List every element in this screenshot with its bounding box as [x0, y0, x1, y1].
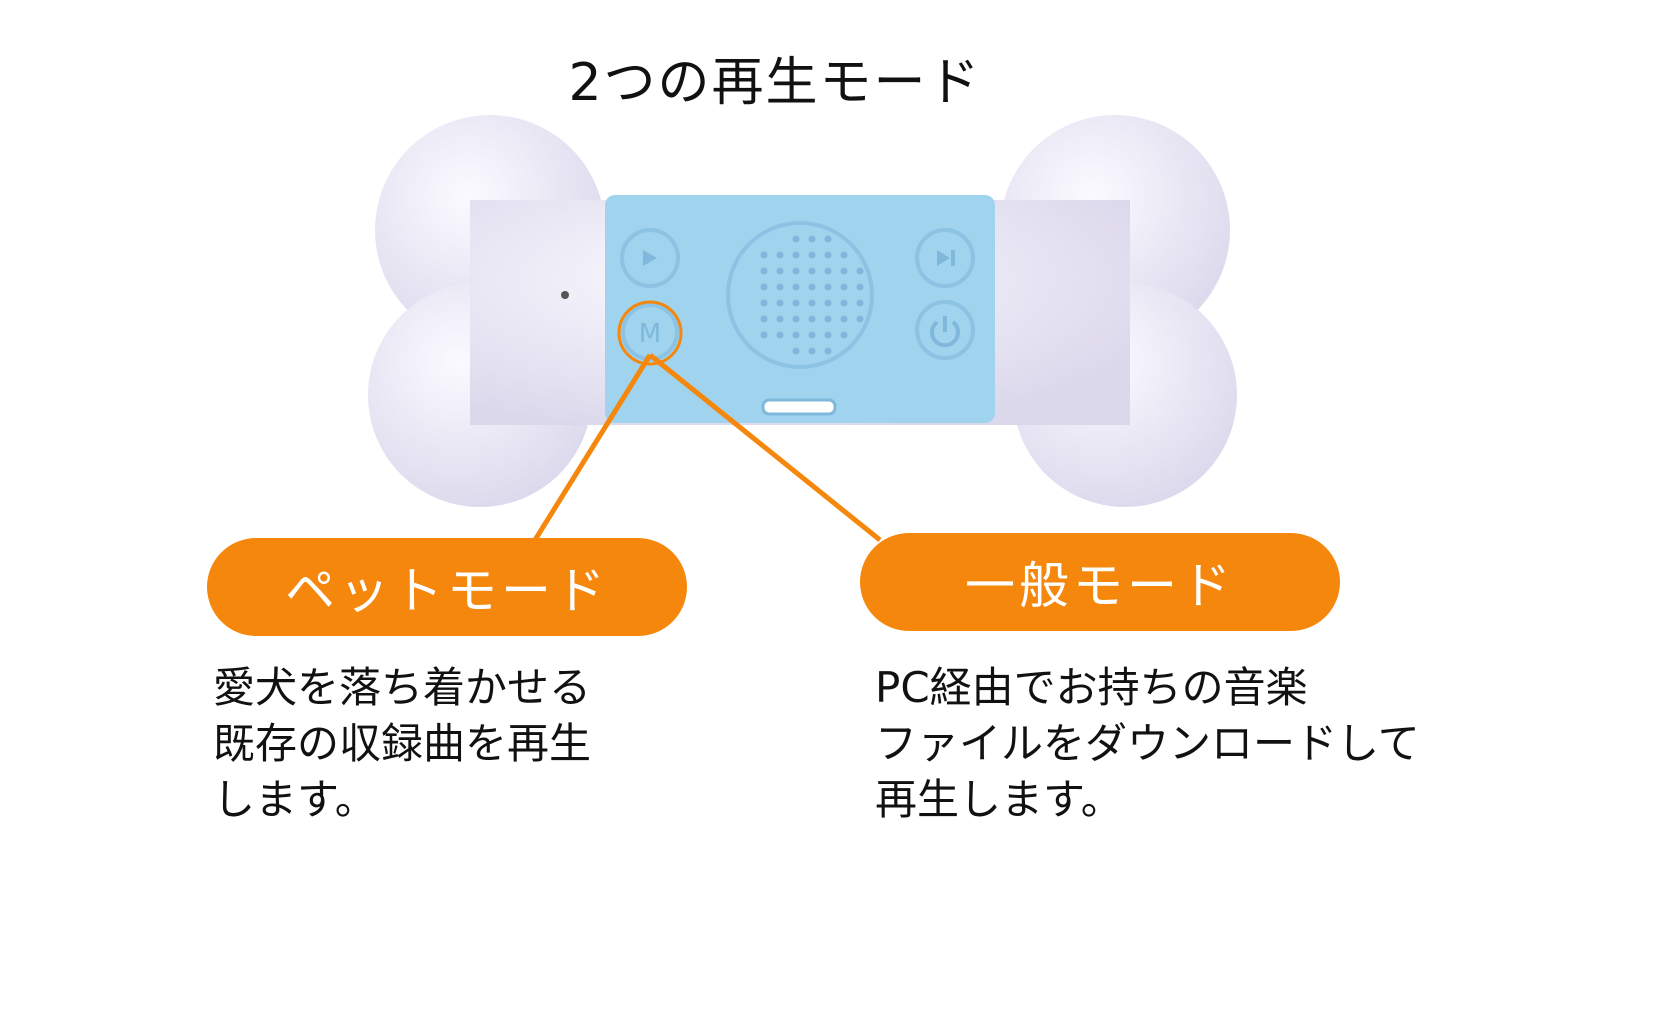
speaker-hole: [760, 283, 768, 291]
play-button[interactable]: [620, 228, 680, 288]
speaker-hole: [824, 347, 832, 355]
speaker-hole: [792, 251, 800, 259]
pointer-line-pet: [532, 353, 653, 542]
speaker-hole: [776, 283, 784, 291]
speaker-hole: [808, 347, 816, 355]
speaker-hole: [760, 315, 768, 323]
speaker-hole: [776, 251, 784, 259]
microphone-hole: [561, 291, 569, 299]
power-icon: [930, 316, 960, 348]
speaker-hole: [776, 315, 784, 323]
speaker-hole: [760, 331, 768, 339]
usb-slot: [761, 398, 837, 416]
general-mode-description: PC経由でお持ちの音楽 ファイルをダウンロードして 再生します。: [875, 660, 1420, 828]
speaker-hole: [776, 267, 784, 275]
speaker-grille: [726, 221, 874, 369]
speaker-hole: [760, 251, 768, 259]
speaker-hole: [808, 315, 816, 323]
pet-mode-label: ペットモード: [207, 538, 687, 636]
speaker-hole: [840, 267, 848, 275]
speaker-hole: [824, 251, 832, 259]
speaker-hole: [824, 315, 832, 323]
speaker-hole: [792, 267, 800, 275]
power-button[interactable]: [915, 300, 975, 360]
description-line: 既存の収録曲を再生: [213, 719, 592, 768]
speaker-hole: [840, 299, 848, 307]
speaker-hole: [808, 331, 816, 339]
speaker-hole: [792, 347, 800, 355]
next-button[interactable]: [915, 228, 975, 288]
speaker-hole: [856, 267, 864, 275]
next-icon: [937, 250, 955, 266]
speaker-hole: [808, 299, 816, 307]
speaker-hole: [840, 251, 848, 259]
description-line: ファイルをダウンロードして: [875, 719, 1420, 768]
speaker-hole: [824, 299, 832, 307]
mode-button-highlight: [617, 300, 683, 366]
speaker-hole: [792, 331, 800, 339]
speaker-hole: [760, 267, 768, 275]
general-mode-label: 一般モード: [860, 533, 1340, 631]
speaker-hole: [808, 251, 816, 259]
speaker-hole: [776, 299, 784, 307]
speaker-hole: [792, 283, 800, 291]
speaker-hole: [808, 267, 816, 275]
pointer-line-general: [648, 353, 882, 542]
blue-control-band: [605, 195, 995, 423]
speaker-hole: [808, 235, 816, 243]
pet-mode-description: 愛犬を落ち着かせる 既存の収録曲を再生 します。: [213, 660, 591, 828]
mode-m-label: M: [639, 319, 661, 349]
speaker-hole: [840, 283, 848, 291]
description-line: 愛犬を落ち着かせる: [213, 663, 592, 712]
speaker-hole: [824, 331, 832, 339]
speaker-hole: [792, 235, 800, 243]
speaker-hole: [792, 315, 800, 323]
speaker-holes: [760, 235, 864, 355]
description-line: します。: [213, 775, 377, 824]
description-line: 再生します。: [875, 775, 1123, 824]
speaker-hole: [824, 267, 832, 275]
speaker-hole: [856, 315, 864, 323]
speaker-hole: [840, 315, 848, 323]
speaker-hole: [776, 331, 784, 339]
play-icon: [643, 250, 657, 266]
speaker-hole: [856, 283, 864, 291]
speaker-hole: [792, 299, 800, 307]
speaker-hole: [760, 299, 768, 307]
speaker-hole: [824, 283, 832, 291]
page-title: 2つの再生モード: [568, 53, 982, 113]
speaker-hole: [856, 299, 864, 307]
speaker-hole: [808, 283, 816, 291]
speaker-hole: [824, 235, 832, 243]
description-line: PC経由でお持ちの音楽: [875, 663, 1308, 712]
speaker-hole: [840, 331, 848, 339]
